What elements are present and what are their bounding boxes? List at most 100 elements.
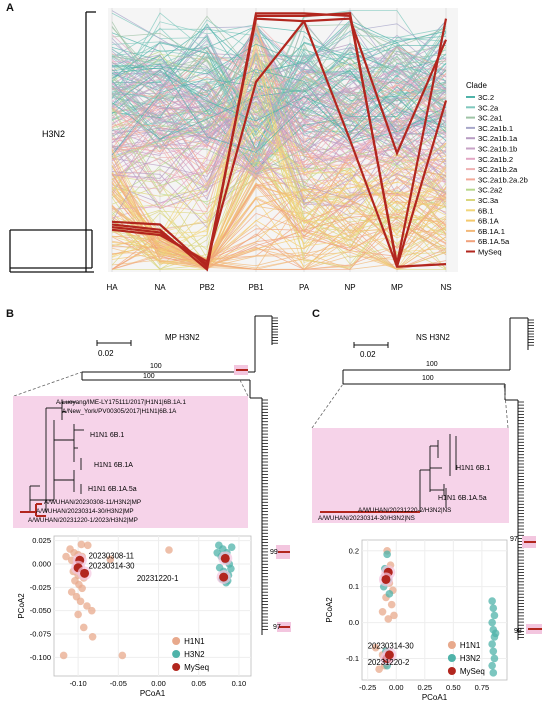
pcoa-y-axis-label: PCoA2	[17, 593, 26, 619]
pcoa-y-tick-label: -0.050	[30, 606, 51, 615]
segment-tick-label: PB2	[199, 283, 215, 292]
pcoa-x-tick-label: -0.05	[110, 679, 127, 688]
panel-b-inset-label-8: A/WUHAN/20231220-1/2023/H3N2|MP	[28, 517, 138, 524]
panel-b-bootstrap-4: 97	[273, 624, 281, 631]
pcoa-x-tick-label: -0.25	[359, 683, 376, 692]
clade-sample-line	[111, 46, 447, 167]
clade-sample-line	[111, 10, 447, 124]
clade-legend-label: 6B.1A.5a	[478, 237, 510, 246]
pcoa-x-tick-label: 0.50	[446, 683, 461, 692]
pcoa-x-tick-label: 0.75	[475, 683, 490, 692]
clade-sample-line	[111, 101, 447, 183]
pcoa-point-h1n1	[76, 597, 85, 606]
pcoa-point-h1n1	[165, 546, 173, 554]
clade-legend-label: 6B.1A.1	[478, 227, 505, 236]
pcoa-point-h3n2	[488, 661, 496, 670]
pcoa-annotation: 20230308-11	[89, 551, 134, 560]
myseq-line	[111, 12, 448, 269]
panel-c-bootstrap-1: 100	[426, 361, 438, 368]
pcoa-point-h1n1	[384, 615, 393, 623]
pcoa-annotation: 20230314-30	[368, 641, 415, 650]
clade-sample-line	[111, 93, 447, 182]
panel-b-inset-label-5: H1N1 6B.1A.5a	[88, 486, 137, 493]
clade-sample-line	[111, 52, 447, 157]
pcoa-annotation: 20231220-2	[368, 658, 410, 667]
panel-c-inset-tree	[419, 434, 457, 512]
panel-c-title: NS H3N2	[416, 333, 450, 342]
panel-b-inset-label-3: H1N1 6B.1	[90, 432, 124, 439]
panel-b: MP H3N2 0.02 100 100	[13, 315, 291, 698]
clade-sample-line	[111, 195, 447, 263]
segment-tick-label: MP	[391, 283, 403, 292]
pcoa-x-tick-label: -0.10	[70, 679, 87, 688]
panel-b-inset-label-7: A/WUHAN/20230314-30/H3N2|MP	[36, 508, 134, 515]
pcoa-point-h1n1	[83, 541, 92, 550]
clade-sample-line	[111, 147, 447, 266]
clade-sample-line	[111, 88, 447, 196]
pcoa-point-myseq	[220, 553, 230, 563]
segment-tick-label: HA	[106, 283, 118, 292]
pcoa-point-h1n1	[79, 623, 88, 632]
clade-sample-line	[111, 172, 447, 262]
pcoa-y-axis-label: PCoA2	[325, 597, 334, 623]
pcoa-point-h1n1	[378, 607, 387, 616]
clade-sample-line	[111, 107, 447, 183]
clade-sample-line	[111, 91, 447, 183]
panel-b-inset-label-2: A/New_York/PV00305/2017|H1N1|6B.1A	[62, 408, 177, 415]
clade-legend-label: 3C.2a1b.1a	[478, 134, 518, 143]
segment-tick-label: NS	[440, 283, 451, 292]
pcoa-point-h3n2	[488, 618, 496, 627]
clade-sample-line	[111, 23, 447, 122]
clade-sample-line	[111, 64, 447, 222]
clade-legend-label: 3C.2a1b.1	[478, 124, 513, 133]
pcoa-y-tick-label: -0.075	[30, 630, 51, 639]
clade-sample-line	[111, 34, 447, 183]
pcoa-point-h1n1	[87, 606, 96, 615]
pcoa-point-h1n1	[77, 540, 86, 549]
pcoa-point-h3n2	[385, 590, 394, 598]
pcoa-point-h1n1	[375, 665, 383, 674]
pcoa-y-tick-label: -0.1	[346, 654, 359, 663]
panel-b-inset-myseq	[20, 503, 46, 517]
pcoa-x-tick-label: 0.00	[151, 679, 166, 688]
panel-a-tree	[9, 11, 96, 273]
pcoa-legend-swatch	[172, 650, 181, 658]
clade-legend-label: 3C.2a1b.1b	[478, 145, 517, 154]
pcoa-y-tick-label: -0.025	[30, 583, 51, 592]
pcoa-y-tick-label: -0.100	[30, 653, 51, 662]
pcoa-point-h3n2	[213, 549, 222, 557]
clade-legend-label: 3C.2	[478, 93, 494, 102]
clade-sample-line	[111, 63, 447, 153]
clade-sample-line	[111, 142, 447, 263]
panel-letter-c: C	[312, 308, 320, 320]
pcoa-x-tick-label: 0.05	[191, 679, 206, 688]
clade-legend-label: 3C.2a1b.2	[478, 155, 513, 164]
clade-sample-line	[111, 49, 447, 131]
clade-sample-line	[111, 35, 447, 165]
segment-tick-label: NA	[154, 283, 166, 292]
clade-sample-line	[111, 46, 447, 121]
panel-b-inset-label-1: A/Luoyang/IME-LY175111/2017|H1N1|6B.1A.1	[56, 399, 186, 406]
panel-c-scale-label: 0.02	[360, 350, 376, 359]
panel-b-title: MP H3N2	[165, 333, 200, 342]
clade-sample-line	[111, 196, 447, 270]
clade-sample-line	[111, 47, 447, 213]
pcoa-point-h3n2	[489, 669, 498, 677]
pcoa-point-h1n1	[387, 600, 396, 609]
clade-legend-label: 3C.2a1b.2a	[478, 165, 518, 174]
pcoa-legend-label: H1N1	[460, 641, 481, 650]
pcoa-x-tick-label: 0.00	[389, 683, 404, 692]
clade-legend-label: MySeq	[478, 248, 502, 257]
pcoa-legend-swatch	[172, 637, 181, 645]
myseq-line	[111, 17, 447, 268]
clade-sample-line	[111, 161, 447, 249]
panel-letter-a: A	[6, 2, 14, 14]
pcoa-point-h3n2	[491, 629, 500, 638]
pcoa-point-h1n1	[78, 584, 86, 593]
clade-sample-line	[111, 151, 447, 266]
pcoa-point-h3n2	[227, 564, 235, 573]
pcoa-y-tick-label: 0.0	[349, 618, 359, 627]
clade-sample-line	[111, 52, 447, 154]
